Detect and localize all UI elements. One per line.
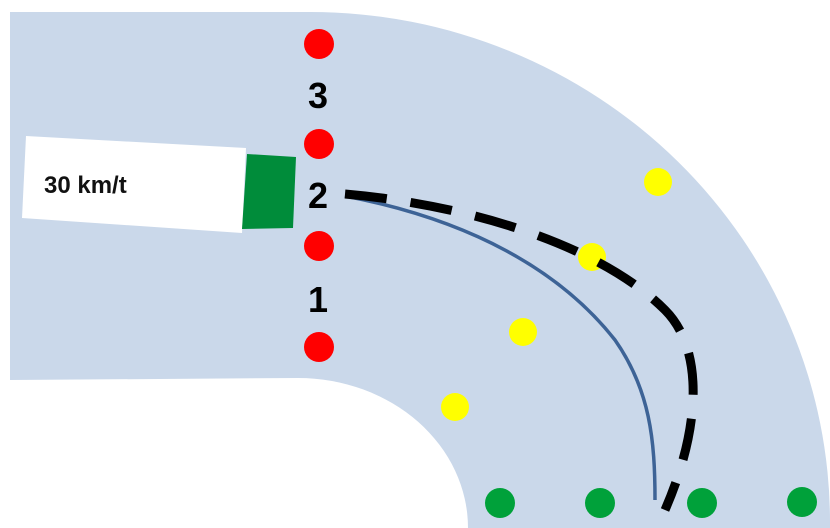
green-marker-4 xyxy=(787,487,817,517)
green-marker-2 xyxy=(585,488,615,518)
lane-label-1: 1 xyxy=(308,279,328,320)
solid-path-line xyxy=(344,194,657,501)
red-marker-upper xyxy=(304,129,334,159)
lane-label-3: 3 xyxy=(308,75,328,116)
speed-sign-label: 30 km/t xyxy=(44,172,127,199)
green-marker-1 xyxy=(485,488,515,518)
lane-label-2: 2 xyxy=(308,175,328,216)
yellow-marker-4 xyxy=(441,393,469,421)
red-marker-top xyxy=(304,29,334,59)
speed-sign xyxy=(22,136,246,233)
road-surface xyxy=(10,12,830,528)
green-marker-3 xyxy=(687,488,717,518)
vehicle xyxy=(242,154,296,229)
red-marker-lower xyxy=(304,231,334,261)
yellow-marker-1 xyxy=(644,168,672,196)
yellow-marker-3 xyxy=(509,318,537,346)
red-marker-bottom xyxy=(304,332,334,362)
dashed-path-line xyxy=(344,189,698,512)
